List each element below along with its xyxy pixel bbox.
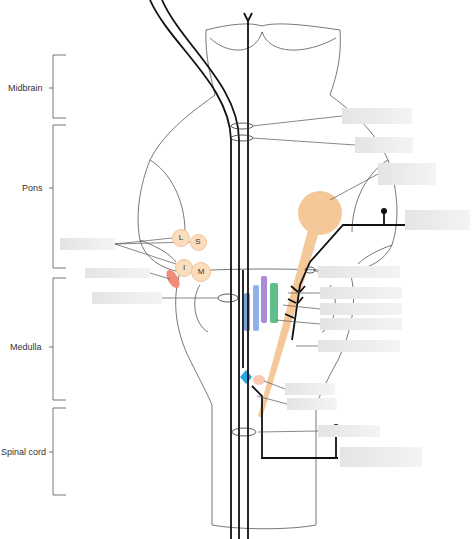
nucleus-letter: L — [179, 234, 183, 242]
nucleus-letter: M — [198, 268, 205, 276]
tract-lines — [150, 0, 440, 539]
nucleus-circle: M — [191, 262, 211, 282]
region-label: Midbrain — [8, 83, 43, 93]
nucleus-circle: L — [172, 229, 190, 247]
region-label: Spinal cord — [1, 447, 46, 457]
nuclei — [164, 268, 278, 385]
blank-label-boxes — [60, 108, 470, 467]
nucleus-letter: S — [195, 238, 200, 246]
region-label: Pons — [22, 183, 43, 193]
region-brackets — [49, 55, 66, 495]
nucleus-circle: S — [190, 234, 207, 251]
nucleus-letter: I — [183, 264, 185, 272]
region-label: Medulla — [10, 342, 42, 352]
